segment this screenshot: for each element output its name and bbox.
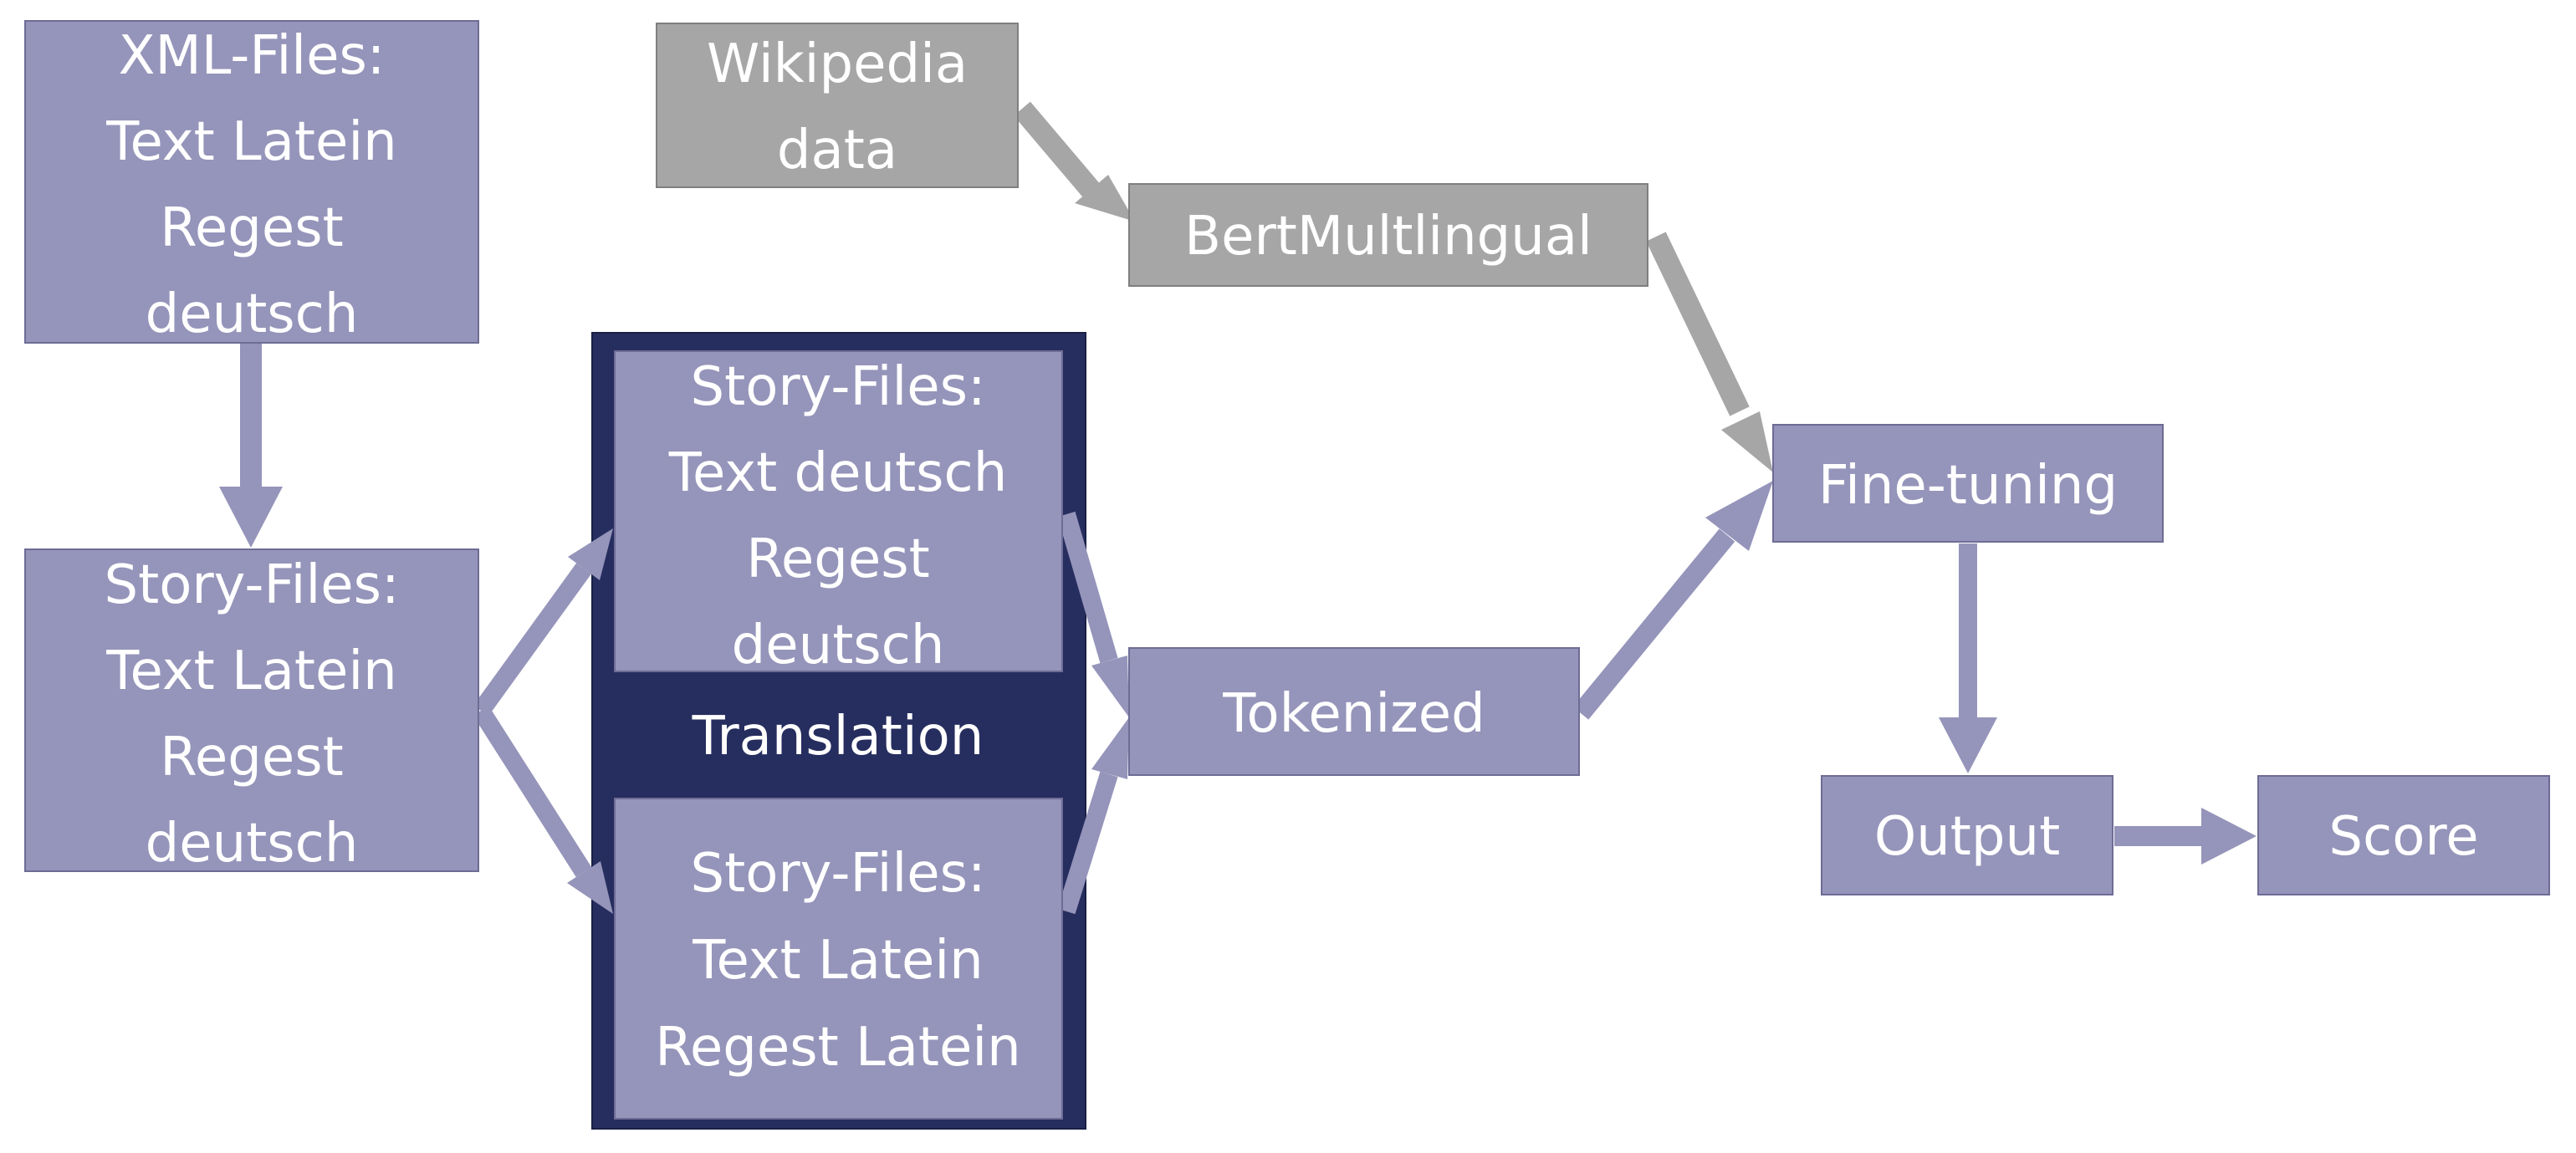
node-fine-tuning: Fine-tuning bbox=[1772, 424, 2164, 543]
node-output: Output bbox=[1821, 775, 2113, 895]
node-wikipedia-data: Wikipedia data bbox=[656, 23, 1019, 188]
tokenized-label: Tokenized bbox=[1222, 683, 1485, 745]
node-story-files-left: Story-Files: Text Latein Regest deutsch bbox=[24, 548, 479, 875]
story-files-left-line-3: Regest bbox=[160, 727, 343, 788]
story-files-de-line-3: Regest bbox=[746, 528, 929, 590]
story-files-la-line-2: Text Latein bbox=[692, 930, 983, 992]
bert-multilingual-label: BertMultlingual bbox=[1184, 206, 1592, 268]
arrow-story-de-to-tokenized bbox=[1057, 511, 1129, 717]
arrow-tokenized-to-finetuning bbox=[1572, 481, 1773, 720]
arrow-finetuning-to-output bbox=[1939, 543, 1997, 773]
xml-files-line-2: Text Latein bbox=[105, 111, 396, 173]
story-files-de-line-2: Text deutsch bbox=[668, 442, 1008, 504]
story-files-de-line-1: Story-Files: bbox=[690, 356, 985, 418]
arrow-story-la-to-tokenized bbox=[1057, 717, 1129, 915]
arrow-story-to-story-la bbox=[473, 706, 613, 914]
story-files-la-line-1: Story-Files: bbox=[690, 843, 985, 905]
wikipedia-line-1: Wikipedia bbox=[707, 33, 968, 95]
wikipedia-line-2: data bbox=[777, 120, 897, 181]
arrow-wikipedia-to-bert bbox=[1014, 101, 1135, 222]
output-label: Output bbox=[1874, 806, 2060, 868]
score-label: Score bbox=[2328, 806, 2478, 868]
story-files-left-line-4: deutsch bbox=[146, 813, 359, 875]
xml-files-line-1: XML-Files: bbox=[119, 25, 386, 87]
arrow-output-to-score bbox=[2114, 808, 2257, 865]
story-files-left-line-1: Story-Files: bbox=[104, 554, 399, 616]
node-story-files-latein: Story-Files: Text Latein Regest Latein bbox=[614, 798, 1063, 1120]
node-score: Score bbox=[2257, 775, 2550, 895]
node-story-files-deutsch: Story-Files: Text deutsch Regest deutsch bbox=[614, 350, 1063, 676]
story-files-de-line-4: deutsch bbox=[732, 615, 945, 676]
arrow-bert-to-finetuning bbox=[1646, 232, 1773, 472]
fine-tuning-label: Fine-tuning bbox=[1818, 455, 2118, 517]
translation-label: Translation bbox=[692, 706, 984, 768]
node-tokenized: Tokenized bbox=[1128, 647, 1580, 776]
xml-files-line-3: Regest bbox=[160, 197, 343, 259]
node-xml-files: XML-Files: Text Latein Regest deutsch bbox=[24, 20, 479, 345]
xml-files-line-4: deutsch bbox=[146, 283, 359, 345]
story-files-la-line-3: Regest Latein bbox=[655, 1017, 1020, 1079]
arrow-xml-to-story bbox=[219, 343, 283, 548]
arrow-story-to-story-de bbox=[473, 528, 613, 717]
node-bert-multilingual: BertMultlingual bbox=[1128, 183, 1648, 287]
story-files-left-line-2: Text Latein bbox=[105, 640, 396, 702]
